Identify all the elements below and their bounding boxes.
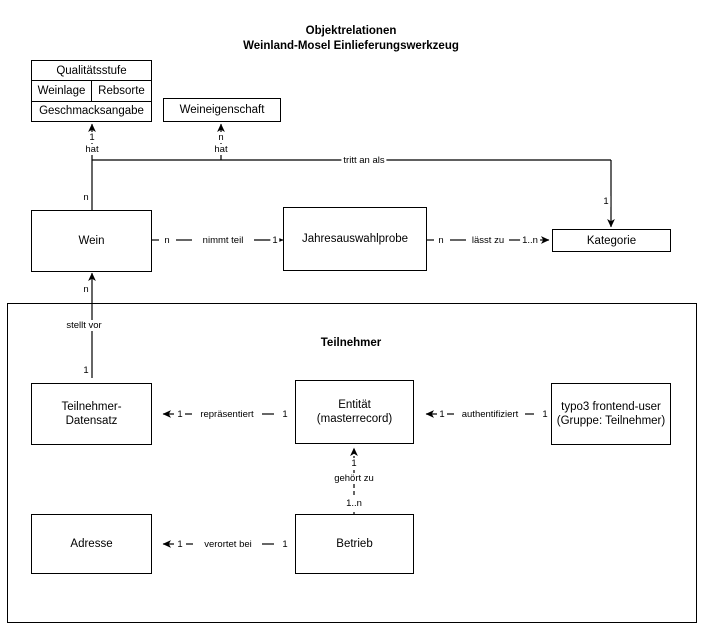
cardinality-verortet-bei-left: 1 xyxy=(175,539,185,550)
entity-weineigenschaft[interactable]: Weineigenschaft xyxy=(163,98,281,122)
entity-kategorie[interactable]: Kategorie xyxy=(552,229,671,252)
relation-label-hat-weineigenschaft: hat xyxy=(212,144,230,155)
cardinality-nimmt-teil-source: n xyxy=(162,235,172,246)
cardinality-hat-weineigenschaft: n xyxy=(216,132,226,143)
cardinality-verortet-bei-right: 1 xyxy=(280,539,290,550)
relation-label-laesst-zu: lässt zu xyxy=(469,235,507,246)
relation-label-repraesentiert: repräsentiert xyxy=(198,409,256,420)
typo3-user-line2: (Gruppe: Teilnehmer) xyxy=(556,415,666,427)
relation-label-hat-qualitaet: hat xyxy=(83,144,101,155)
diagram-title-line2: Weinland-Mosel Einlieferungswerkzeug xyxy=(243,40,459,52)
cardinality-authentifiziert-right: 1 xyxy=(540,409,550,420)
entity-typo3-frontend-user[interactable]: typo3 frontend-user (Gruppe: Teilnehmer) xyxy=(551,383,671,445)
cardinality-authentifiziert-left: 1 xyxy=(437,409,447,420)
entity-wein[interactable]: Wein xyxy=(31,210,152,272)
cardinality-nimmt-teil-target: 1 xyxy=(270,235,280,246)
cardinality-gehoert-zu-bottom: 1..n xyxy=(344,498,364,509)
cardinality-laesst-zu-target: 1..n xyxy=(520,235,540,246)
attr-row-2: Weinlage Rebsorte xyxy=(32,81,151,102)
attr-row-3: Geschmacksangabe xyxy=(32,102,151,121)
entity-jahresauswahlprobe[interactable]: Jahresauswahlprobe xyxy=(283,207,427,271)
entity-betrieb[interactable]: Betrieb xyxy=(295,514,414,574)
wein-attribute-table: Qualitätsstufe Weinlage Rebsorte Geschma… xyxy=(31,60,152,122)
relation-label-tritt-an-als: tritt an als xyxy=(341,155,387,166)
cardinality-laesst-zu-source: n xyxy=(436,235,446,246)
diagram-title-line1: Objektrelationen xyxy=(305,25,397,37)
relation-label-stellt-vor: stellt vor xyxy=(64,320,104,331)
group-label-teilnehmer: Teilnehmer xyxy=(320,337,382,349)
cardinality-stellt-vor-top: n xyxy=(81,284,91,295)
cardinality-tritt-an-als: 1 xyxy=(601,196,611,207)
cardinality-hat-qualitaet-source: n xyxy=(81,192,91,203)
group-container-teilnehmer xyxy=(7,303,697,623)
attr-rebsorte: Rebsorte xyxy=(98,84,145,97)
relation-label-nimmt-teil: nimmt teil xyxy=(200,235,246,246)
cardinality-hat-qualitaet-target: 1 xyxy=(87,132,97,143)
entity-entitaet-masterrecord[interactable]: Entität (masterrecord) xyxy=(295,380,414,444)
cardinality-repraesentiert-right: 1 xyxy=(280,409,290,420)
cardinality-gehoert-zu-top: 1 xyxy=(349,458,359,469)
attr-geschmacksangabe: Geschmacksangabe xyxy=(39,105,144,118)
entity-teilnehmer-datensatz[interactable]: Teilnehmer-Datensatz xyxy=(31,383,152,445)
relation-label-gehoert-zu: gehört zu xyxy=(332,473,376,484)
entity-adresse[interactable]: Adresse xyxy=(31,514,152,574)
attr-row-1: Qualitätsstufe xyxy=(32,61,151,82)
attr-weinlage: Weinlage xyxy=(32,81,92,101)
typo3-user-line1: typo3 frontend-user xyxy=(561,401,661,413)
attr-qualitaetsstufe: Qualitätsstufe xyxy=(56,64,127,77)
relation-label-authentifiziert: authentifiziert xyxy=(459,409,521,420)
cardinality-repraesentiert-left: 1 xyxy=(175,409,185,420)
cardinality-stellt-vor-bottom: 1 xyxy=(81,365,91,376)
relation-label-verortet-bei: verortet bei xyxy=(202,539,254,550)
diagram-title: Objektrelationen Weinland-Mosel Einliefe… xyxy=(0,24,702,54)
